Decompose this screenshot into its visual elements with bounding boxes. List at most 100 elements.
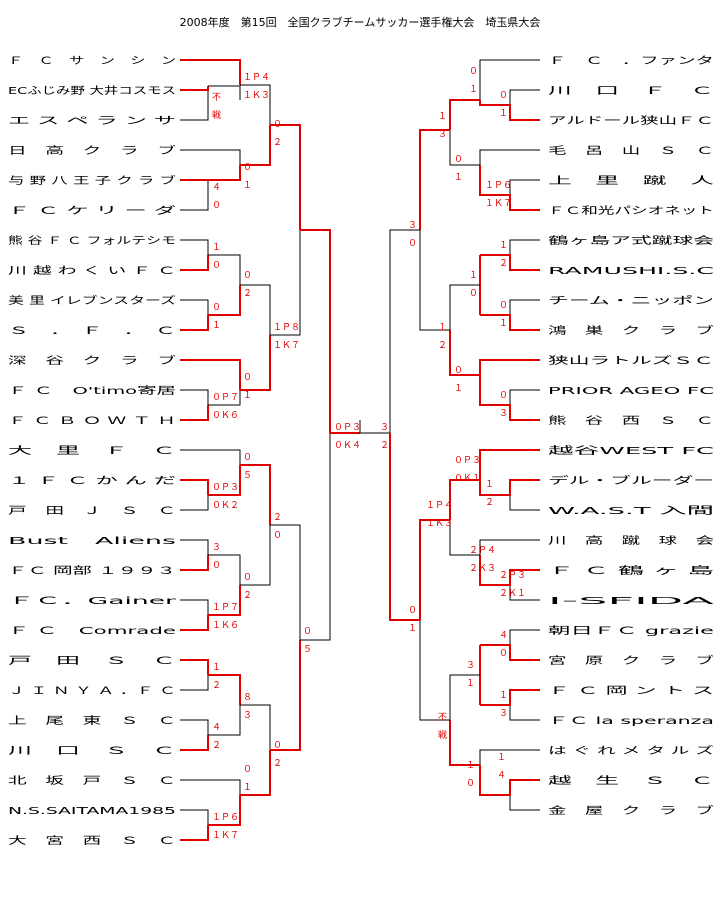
match-score: １Ｐ６ [485, 181, 512, 191]
bracket-line [509, 179, 540, 211]
bracket-line [509, 779, 540, 811]
match-score: １Ｐ８ [273, 323, 300, 333]
team-name: チーム・ニッポン [548, 295, 714, 307]
match-score: ０Ｐ７ [212, 393, 239, 403]
bracket-line [479, 555, 540, 586]
match-score: ０ [499, 301, 508, 311]
bracket-line [479, 765, 540, 796]
bracket-line [208, 165, 241, 181]
match-score: ０ [466, 779, 475, 789]
bracket-line [180, 479, 209, 511]
match-score: ０ [469, 67, 478, 77]
bracket-line [419, 230, 450, 331]
team-name: PRIOR AGEO FC [548, 386, 714, 397]
team-name: I-SFIDA [548, 596, 715, 607]
bracket-line [419, 620, 450, 721]
match-score: １ [454, 384, 463, 394]
match-score: １Ｐ４ [243, 73, 270, 83]
bracket-line [180, 179, 209, 211]
team-name: 上 尾 東 Ｓ Ｃ [8, 714, 176, 727]
bracket-line [270, 524, 301, 640]
match-score: １ [438, 112, 447, 122]
match-score: １ [212, 243, 221, 253]
bracket-line [180, 659, 209, 675]
match-score: １ [499, 109, 508, 119]
bracket-line [180, 735, 209, 751]
bracket-line [208, 674, 241, 705]
bracket-line [240, 284, 271, 335]
team-name: 川 口 Ｆ Ｃ [548, 86, 714, 97]
match-score: １ [485, 480, 494, 490]
team-name: アルドール狭山ＦＣ [548, 114, 714, 127]
bracket-line [180, 539, 209, 571]
team-name: 熊 谷 Ｆ Ｃ フォルテシモ [8, 234, 176, 247]
match-score: ０ [273, 741, 282, 751]
match-score: ２ [485, 498, 494, 508]
match-score: ２ [212, 681, 221, 691]
match-score: ０ [243, 453, 252, 463]
bracket-line [509, 89, 540, 121]
bracket-line [419, 129, 450, 230]
bracket-line [240, 750, 271, 796]
team-name: 大 里 Ｆ Ｃ [8, 444, 176, 457]
bracket-line [208, 85, 241, 100]
bracket-line [479, 149, 540, 165]
match-score: ２Ｐ３ [499, 571, 526, 581]
bracket-line [480, 644, 540, 661]
team-name: ＦＣ la speranza [548, 716, 714, 727]
bracket-line [389, 433, 420, 621]
team-name: Ｆ Ｃ O'timo寄居 [8, 384, 176, 397]
team-name: N.S.SAITAMA1985 [8, 806, 176, 817]
bracket-line [480, 314, 540, 331]
match-score: １Ｋ３ [426, 519, 453, 529]
match-score: １ [466, 761, 475, 771]
bracket-line [180, 779, 241, 795]
bracket-line [180, 315, 209, 331]
bracket-line [180, 299, 209, 331]
team-name: 美 里 イレブンスターズ [8, 294, 176, 307]
team-name: Ｆ Ｃ サ ン シ ン [8, 55, 176, 67]
match-score: ４ [212, 183, 221, 193]
team-name: 川 口 Ｓ Ｃ [8, 746, 176, 757]
team-name: Ｊ Ｉ Ｎ Ｙ Ａ ．Ｆ Ｃ [8, 686, 176, 697]
team-name: 毛 呂 山 Ｓ Ｃ [548, 145, 714, 157]
bracket-line [509, 479, 540, 511]
team-name: Ｆ Ｃ ケ リ ー ダ [8, 204, 176, 217]
match-score: ０Ｋ２ [212, 501, 239, 511]
team-name: 北 坂 戸 Ｓ Ｃ [8, 775, 176, 787]
bracket-line [180, 479, 209, 495]
bracket-line [479, 59, 540, 100]
team-name: ＦＣ和光パシオネット [548, 204, 714, 217]
match-score: ０ [454, 366, 463, 376]
bracket-line [180, 359, 241, 390]
match-score: ４ [499, 631, 508, 641]
match-score: ０ [243, 271, 252, 281]
match-score: ０ [243, 573, 252, 583]
match-score: ２ [212, 741, 221, 751]
bracket-line [480, 254, 540, 271]
bracket-line [240, 84, 271, 125]
match-score: ４ [497, 771, 506, 781]
team-name: Ｆ Ｃ ．ファンタ [548, 55, 714, 67]
match-score: １ [438, 323, 447, 333]
match-score: 戦 [212, 109, 221, 121]
match-score: １Ｋ７ [485, 199, 512, 209]
match-score: ３ [438, 130, 447, 140]
bracket-line [240, 125, 271, 166]
match-score: ２ [273, 138, 282, 148]
team-name: １ Ｆ Ｃ か ん だ [8, 475, 176, 487]
team-name: 日 高 ク ラ ブ [8, 144, 176, 157]
match-score: ３ [499, 409, 508, 419]
bracket-line [240, 464, 271, 525]
match-score: ０ [499, 649, 508, 659]
match-score: 戦 [438, 729, 447, 741]
team-name: Ｆ Ｃ Ｂ Ｏ Ｗ Ｔ Ｈ [8, 416, 176, 427]
match-score: ３ [466, 661, 475, 671]
match-score: １Ｐ７ [212, 603, 239, 613]
bracket-line [270, 230, 301, 336]
match-score: ３ [499, 709, 508, 719]
match-score: ０ [243, 373, 252, 383]
bracket-line [180, 149, 241, 180]
match-score: ３ [243, 711, 252, 721]
